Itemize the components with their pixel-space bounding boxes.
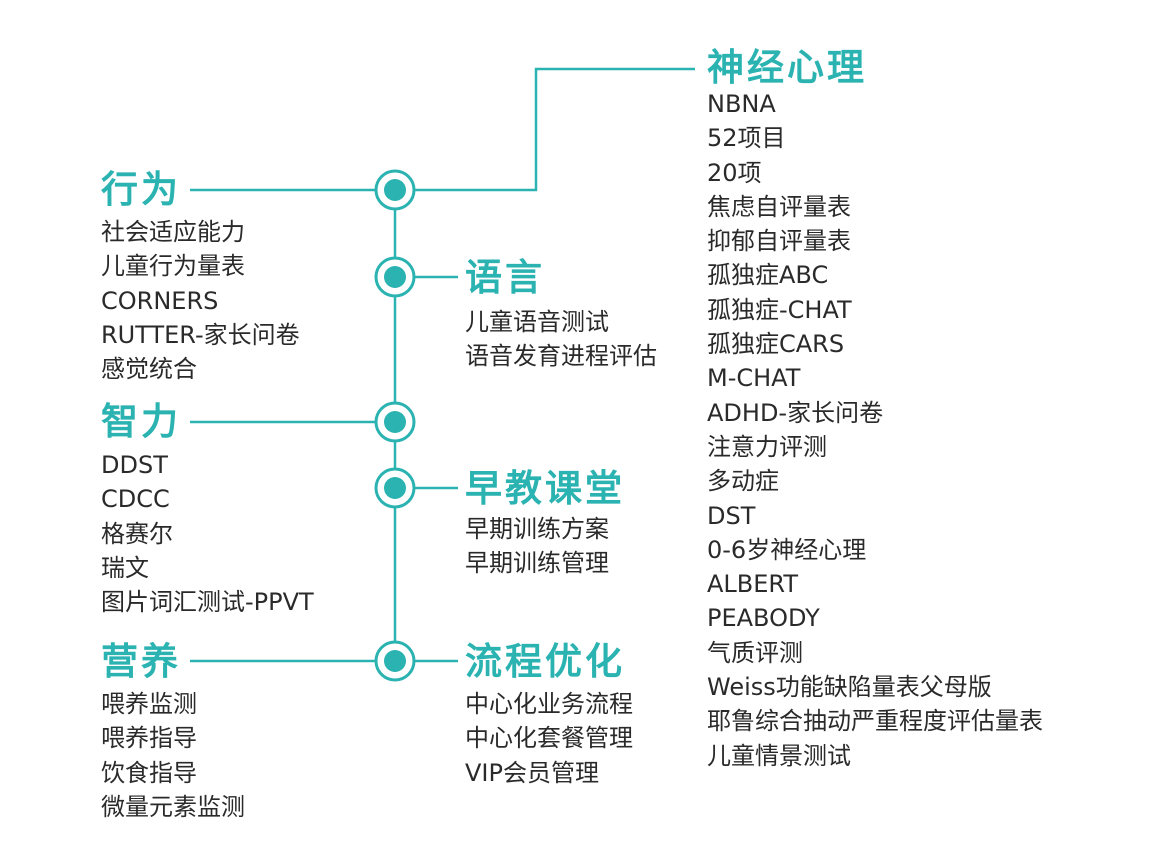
nutrition-title: 营养 [101, 640, 181, 683]
behavior-list: 社会适应能力 儿童行为量表 CORNERS RUTTER-家长问卷 感觉统合 [101, 215, 300, 386]
list-item: 中心化业务流程 [465, 690, 633, 718]
list-item: 抑郁自评量表 [707, 227, 851, 256]
list-item: 喂养指导 [101, 724, 197, 753]
list-item: 注意力评测 [707, 432, 827, 461]
language-list: 儿童语音测试 语音发育进程评估 [465, 305, 657, 374]
list-item: 多动症 [707, 467, 779, 496]
list-item: 儿童语音测试 [465, 308, 609, 336]
list-item: 孤独症-CHAT [707, 295, 852, 324]
list-item: Weiss功能缺陷量表父母版 [707, 673, 992, 702]
list-item: NBNA [707, 90, 776, 118]
list-item: 52项目 [707, 124, 786, 153]
list-item: 焦虑自评量表 [707, 192, 851, 221]
list-item: 语音发育进程评估 [465, 342, 657, 371]
list-item: 孤独症ABC [707, 261, 829, 290]
list-item: 微量元素监测 [101, 792, 245, 821]
neuropsych-connector [415, 67, 695, 192]
list-item: 孤独症CARS [707, 330, 845, 359]
process-title: 流程优化 [465, 640, 625, 683]
list-item: 饮食指导 [101, 758, 197, 787]
list-item: CDCC [101, 485, 170, 514]
neuropsych-title: 神经心理 [707, 46, 867, 89]
list-item: 感觉统合 [101, 355, 197, 384]
early-education-list: 早期训练方案 早期训练管理 [465, 512, 609, 581]
nutrition-list: 喂养监测 喂养指导 饮食指导 微量元素监测 [101, 687, 245, 824]
list-item: VIP会员管理 [465, 758, 599, 787]
intelligence-title: 智力 [101, 400, 181, 443]
node-intelligence-dot [384, 411, 406, 433]
process-list: 中心化业务流程 中心化套餐管理 VIP会员管理 [465, 687, 633, 790]
node-language-dot [384, 266, 406, 288]
behavior-title: 行为 [101, 168, 181, 211]
list-item: 0-6岁神经心理 [707, 535, 867, 564]
node-early-education-dot [384, 477, 406, 499]
list-item: 早期训练方案 [465, 515, 609, 543]
list-item: DST [707, 501, 756, 530]
list-item: ALBERT [707, 570, 799, 599]
list-item: 喂养监测 [101, 690, 197, 718]
list-item: CORNERS [101, 286, 219, 315]
list-item: 气质评测 [707, 638, 803, 667]
list-item: DDST [101, 451, 168, 479]
list-item: 儿童情景测试 [707, 741, 851, 770]
list-item: 中心化套餐管理 [465, 724, 633, 753]
early-education-title: 早教课堂 [465, 467, 625, 510]
list-item: 20项 [707, 158, 762, 187]
node-behavior-dot [384, 179, 406, 201]
list-item: PEABODY [707, 604, 820, 633]
neuropsych-list: NBNA 52项目 20项 焦虑自评量表 抑郁自评量表 孤独症ABC 孤独症-C… [707, 87, 1043, 773]
list-item: M-CHAT [707, 364, 801, 393]
list-item: 图片词汇测试-PPVT [101, 588, 314, 617]
list-item: 社会适应能力 [101, 218, 245, 246]
language-title: 语言 [465, 256, 545, 299]
intelligence-list: DDST CDCC 格赛尔 瑞文 图片词汇测试-PPVT [101, 448, 314, 619]
list-item: ADHD-家长问卷 [707, 398, 884, 427]
list-item: RUTTER-家长问卷 [101, 320, 300, 349]
list-item: 耶鲁综合抽动严重程度评估量表 [707, 707, 1043, 736]
list-item: 瑞文 [101, 553, 149, 582]
list-item: 儿童行为量表 [101, 252, 245, 281]
node-nutrition-dot [384, 650, 406, 672]
list-item: 格赛尔 [101, 519, 173, 548]
list-item: 早期训练管理 [465, 549, 609, 578]
